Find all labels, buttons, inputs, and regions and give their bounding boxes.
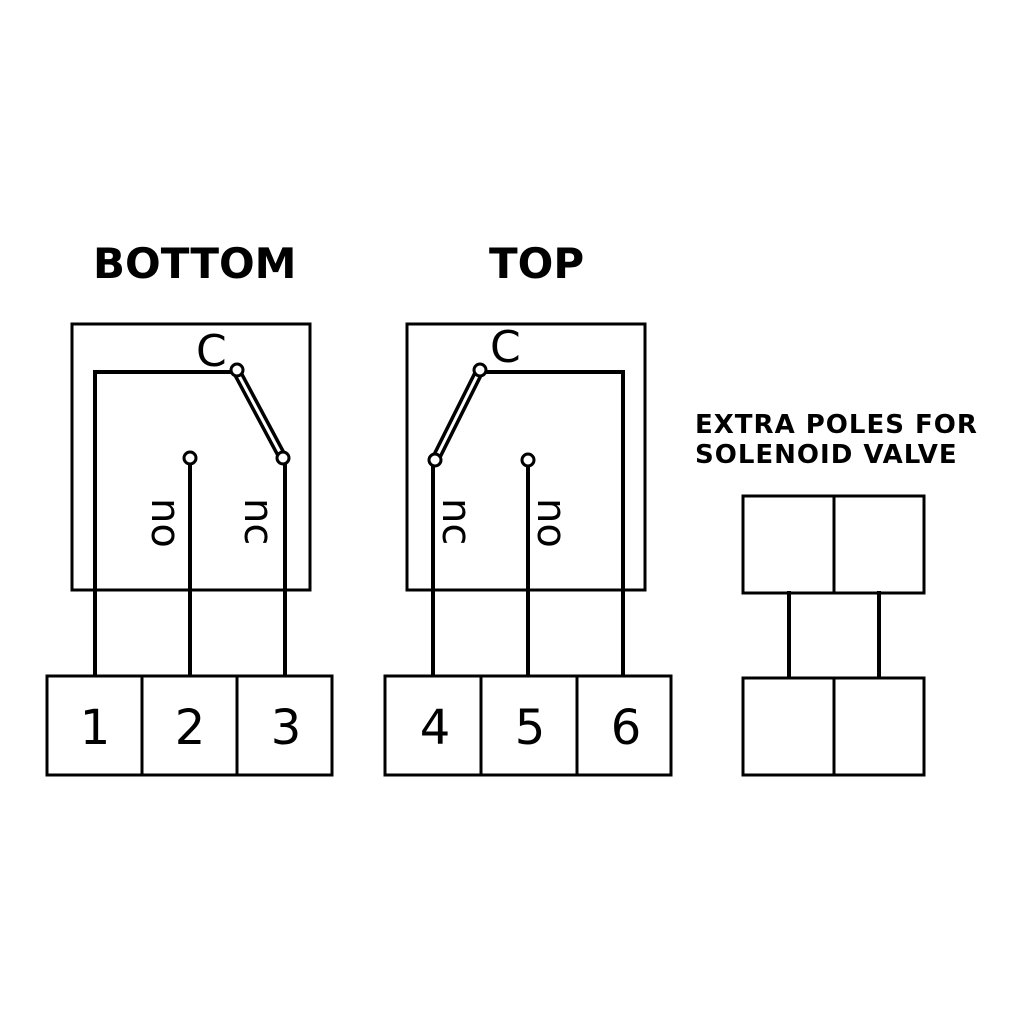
bottom-nc-label: nc <box>235 498 281 545</box>
bottom-common-wire <box>93 370 239 678</box>
top-terminal-block: 4 5 6 <box>383 674 673 777</box>
terminal-2 <box>140 674 239 777</box>
top-no-contact <box>520 452 536 468</box>
bottom-title: BOTTOM <box>93 239 296 288</box>
top-common-label: C <box>490 322 521 373</box>
terminal-4-label: 4 <box>420 700 451 756</box>
bottom-no-contact <box>182 450 198 466</box>
terminal-2-label: 2 <box>175 700 206 756</box>
extra-poles: EXTRA POLES FOR SOLENOID VALVE <box>695 410 978 777</box>
extra-poles-label-line2: SOLENOID VALVE <box>695 440 958 470</box>
top-title: TOP <box>489 239 584 288</box>
top-nc-label: nc <box>433 498 479 545</box>
terminal-1-label: 1 <box>80 700 111 756</box>
top-nc-contact <box>427 452 443 468</box>
top-common-wire <box>478 370 625 678</box>
extra-pole-lower-right <box>832 676 926 777</box>
top-no-label: no <box>528 498 574 548</box>
bottom-terminal-block: 1 2 3 <box>45 674 334 777</box>
terminal-4 <box>383 674 483 777</box>
bottom-switch: BOTTOM C no nc 1 2 3 <box>45 239 334 777</box>
terminal-6-label: 6 <box>611 700 642 756</box>
terminal-3 <box>235 674 334 777</box>
extra-poles-label-line1: EXTRA POLES FOR <box>695 410 978 440</box>
bottom-no-label: no <box>142 498 188 548</box>
bottom-nc-contact <box>275 450 291 466</box>
extra-pole-upper-left <box>741 494 836 595</box>
extra-pole-upper-right <box>832 494 926 595</box>
bottom-common-label: C <box>196 326 227 377</box>
terminal-5 <box>479 674 579 777</box>
top-switch: TOP C nc no 4 5 6 <box>383 239 673 777</box>
terminal-6 <box>575 674 673 777</box>
bottom-common-contact <box>229 362 245 378</box>
top-common-contact <box>472 362 488 378</box>
terminal-3-label: 3 <box>271 700 302 756</box>
extra-pole-lower-left <box>741 676 836 777</box>
terminal-5-label: 5 <box>515 700 546 756</box>
